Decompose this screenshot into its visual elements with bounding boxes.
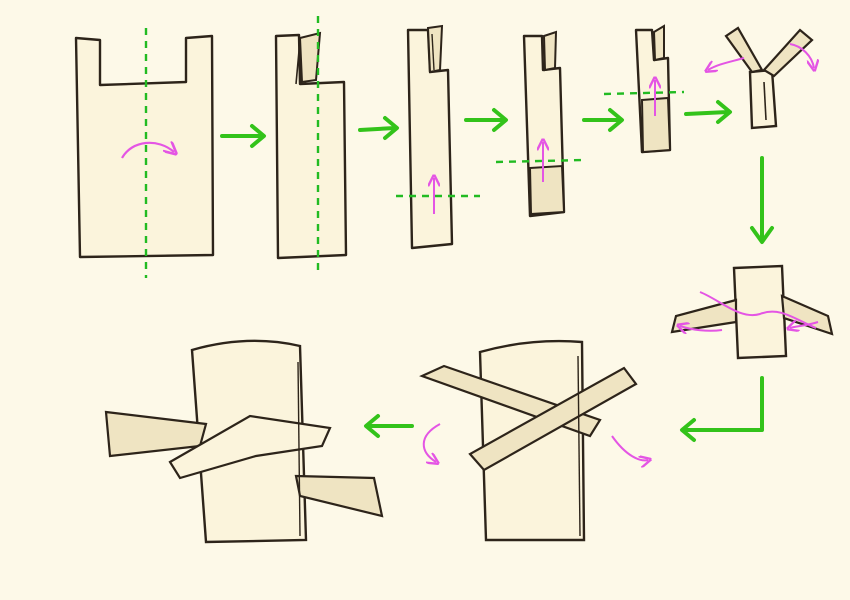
flow-arrow-3 bbox=[464, 108, 508, 132]
step-6-handles-spread bbox=[708, 26, 814, 130]
cross-arrow-left-icon bbox=[422, 423, 440, 462]
step-2-folded-half bbox=[274, 16, 348, 272]
step-1-open-bag bbox=[74, 28, 215, 278]
flow-arrow-5 bbox=[684, 100, 732, 124]
bag-outline bbox=[74, 34, 215, 259]
step-8-crossed-handles bbox=[419, 339, 648, 542]
fold-arrow-icon bbox=[121, 143, 174, 159]
right-handle bbox=[468, 366, 638, 472]
flow-arrow-2 bbox=[358, 116, 399, 140]
right-handle bbox=[762, 28, 814, 78]
bag-body bbox=[748, 68, 778, 130]
step-3-strip bbox=[396, 24, 480, 250]
left-handle bbox=[724, 26, 764, 74]
folded-flap bbox=[528, 164, 566, 216]
folded-flap bbox=[640, 96, 672, 154]
step-9-finished-knot bbox=[104, 339, 384, 544]
flow-arrow-8 bbox=[364, 414, 414, 438]
spread-arrow-left-icon bbox=[708, 57, 745, 70]
right-handle bbox=[294, 474, 384, 518]
cross-arrow-right-icon bbox=[611, 435, 648, 460]
fold-line bbox=[495, 158, 585, 164]
handle-flap bbox=[542, 30, 558, 72]
handle-flap bbox=[426, 24, 444, 74]
bag-body bbox=[732, 264, 788, 360]
right-handle bbox=[780, 294, 834, 336]
fold-line bbox=[603, 90, 685, 96]
flow-arrow-7 bbox=[680, 376, 764, 442]
step-4-folded-up bbox=[495, 30, 585, 218]
wrap-arrow-right-icon bbox=[790, 322, 819, 328]
flow-arrow-1 bbox=[220, 124, 266, 148]
wrap-arrow-left-icon bbox=[680, 326, 723, 331]
spread-arrow-right-icon bbox=[789, 43, 814, 68]
step-5-short-strip bbox=[603, 24, 685, 154]
knot-band bbox=[168, 414, 332, 480]
bag-outline bbox=[274, 33, 348, 260]
flow-arrow-4 bbox=[582, 108, 624, 132]
handle-flap bbox=[298, 31, 322, 84]
handle-flap bbox=[652, 24, 665, 62]
flow-arrow-6 bbox=[750, 156, 774, 244]
step-7-wrap-handles bbox=[670, 264, 834, 360]
